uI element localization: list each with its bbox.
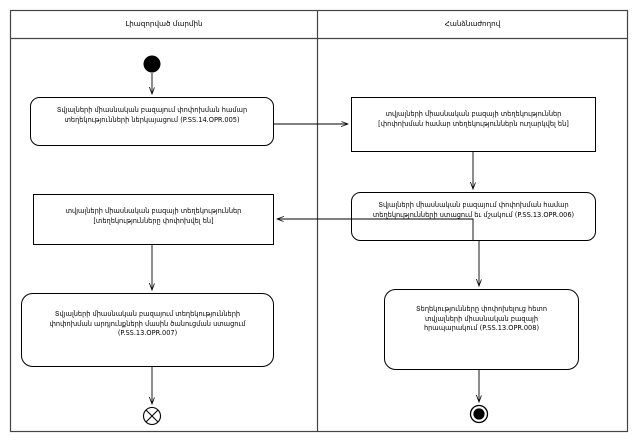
- action-node-right-3-hit[interactable]: [384, 289, 579, 370]
- object-node-right-1: [351, 97, 596, 152]
- diagram-frame: [9, 9, 629, 433]
- edge-right-action-2-to-left-object-2: [277, 219, 474, 241]
- action-node-right-2: [351, 192, 596, 241]
- object-node-left-2-hit[interactable]: [33, 194, 274, 245]
- swimlane-title-right: Հանձնաժողով: [444, 19, 501, 28]
- action-node-left-3-hit[interactable]: [21, 293, 274, 367]
- action-node-right-3: [384, 289, 579, 370]
- initial-node: [143, 55, 161, 73]
- object-node-left-2: [33, 194, 274, 245]
- initial-node-hit[interactable]: [143, 55, 161, 73]
- action-node-left-1: [30, 97, 274, 146]
- action-node-left-1-hit[interactable]: [30, 97, 274, 146]
- flow-final-node-hit[interactable]: [143, 407, 161, 425]
- activity-final-node-hit[interactable]: [470, 405, 488, 423]
- action-node-right-2-hit[interactable]: [351, 192, 596, 241]
- object-node-right-1-hit[interactable]: [351, 97, 596, 152]
- action-node-left-3: [21, 293, 274, 367]
- swimlane-title-left: Լիազորված մարմին: [125, 19, 203, 28]
